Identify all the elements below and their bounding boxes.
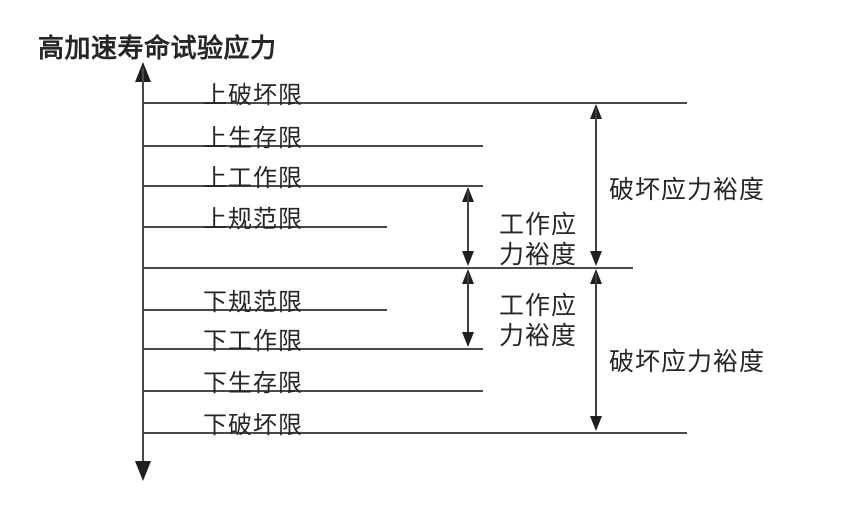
level-line-nominal — [143, 267, 633, 269]
double-arrow-upper-operating-margin — [461, 187, 475, 266]
axis-arrowhead-down-icon — [135, 461, 151, 481]
level-line-upper-spec — [143, 226, 387, 228]
level-label-upper-spec: 上规范限 — [203, 207, 303, 233]
level-line-lower-survival — [143, 390, 483, 392]
margin-label-lower-operating: 工作应力裕度 — [499, 293, 578, 350]
margin-label-upper-destruct: 破坏应力裕度 — [609, 177, 766, 204]
double-arrow-upper-destruct-margin — [589, 104, 603, 266]
level-label-lower-survival: 下生存限 — [203, 371, 303, 397]
level-line-lower-operating — [143, 348, 483, 350]
level-line-upper-operating — [143, 185, 483, 187]
axis-title: 高加速寿命试验应力 — [38, 34, 277, 63]
arrowhead-down-icon — [462, 332, 474, 347]
stress-axis — [134, 62, 152, 481]
arrowhead-down-icon — [590, 251, 602, 266]
level-line-lower-spec — [143, 309, 387, 311]
level-line-upper-survival — [143, 145, 483, 147]
axis-line — [142, 68, 144, 475]
margin-label-upper-operating: 工作应力裕度 — [499, 212, 578, 269]
double-arrow-lower-destruct-margin — [589, 269, 603, 431]
level-label-lower-spec: 下规范限 — [203, 290, 303, 316]
level-label-lower-destruct: 下破坏限 — [203, 413, 303, 439]
margin-label-lower-destruct: 破坏应力裕度 — [609, 349, 766, 376]
level-line-lower-destruct — [143, 432, 687, 434]
level-label-upper-destruct: 上破坏限 — [203, 83, 303, 109]
level-label-upper-survival: 上生存限 — [203, 126, 303, 152]
level-label-upper-operating: 上工作限 — [203, 166, 303, 192]
arrowhead-down-icon — [590, 416, 602, 431]
level-label-lower-operating: 下工作限 — [203, 329, 303, 355]
level-line-upper-destruct — [143, 102, 687, 104]
arrowhead-down-icon — [462, 251, 474, 266]
double-arrow-lower-operating-margin — [461, 269, 475, 347]
